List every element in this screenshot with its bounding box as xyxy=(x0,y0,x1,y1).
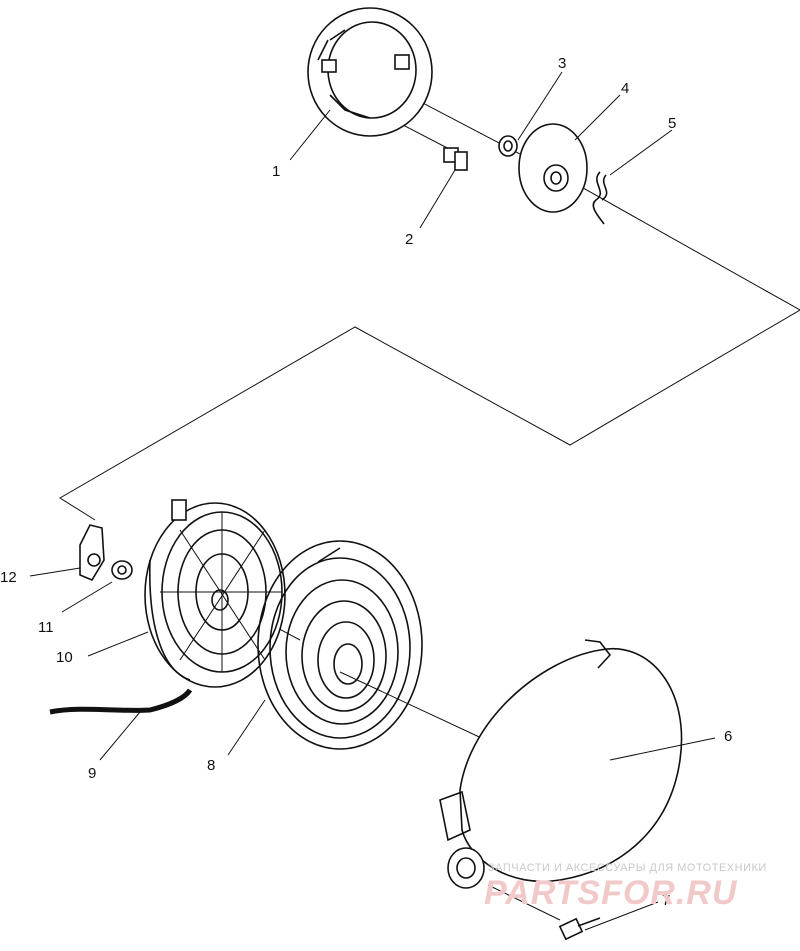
label-part-2: 2 xyxy=(405,231,413,248)
assembly-guide-lines xyxy=(59,69,800,921)
label-part-3: 3 xyxy=(558,55,566,72)
part-5-spring-clip xyxy=(592,171,608,225)
watermark: ЗАПЧАСТИ И АКСЕССУАРЫ ДЛЯ МОТОТЕХНИКИ PA… xyxy=(484,862,767,912)
label-part-7: 7 xyxy=(662,892,670,909)
part-8-recoil-spring xyxy=(257,540,423,750)
part-12-pawl xyxy=(79,524,105,582)
part-3-nut xyxy=(498,135,518,157)
label-part-12: 12 xyxy=(0,569,17,586)
leader-lines xyxy=(29,71,716,931)
label-part-4: 4 xyxy=(621,80,629,97)
part-7-screw xyxy=(558,917,601,941)
part-labels: 1 2 3 4 5 6 7 8 9 10 11 12 xyxy=(0,55,732,909)
part-11-bushing xyxy=(111,560,133,580)
label-part-6: 6 xyxy=(724,728,732,745)
part-9-starter-rope xyxy=(49,688,193,715)
label-part-8: 8 xyxy=(207,757,215,774)
watermark-logo: PARTSFOR.RU xyxy=(484,874,738,912)
label-part-10: 10 xyxy=(56,649,73,666)
label-part-11: 11 xyxy=(38,619,54,636)
label-part-1: 1 xyxy=(272,163,280,180)
part-6-recoil-cover xyxy=(439,639,683,889)
label-part-9: 9 xyxy=(88,765,96,782)
watermark-caption: ЗАПЧАСТИ И АКСЕССУАРЫ ДЛЯ МОТОТЕХНИКИ xyxy=(488,862,767,874)
part-1-housing-ring xyxy=(307,7,433,137)
part-2-bolt xyxy=(443,147,468,171)
label-part-5: 5 xyxy=(668,115,676,132)
part-10-rope-pulley xyxy=(144,499,286,688)
part-4-cam-plate xyxy=(518,123,588,213)
